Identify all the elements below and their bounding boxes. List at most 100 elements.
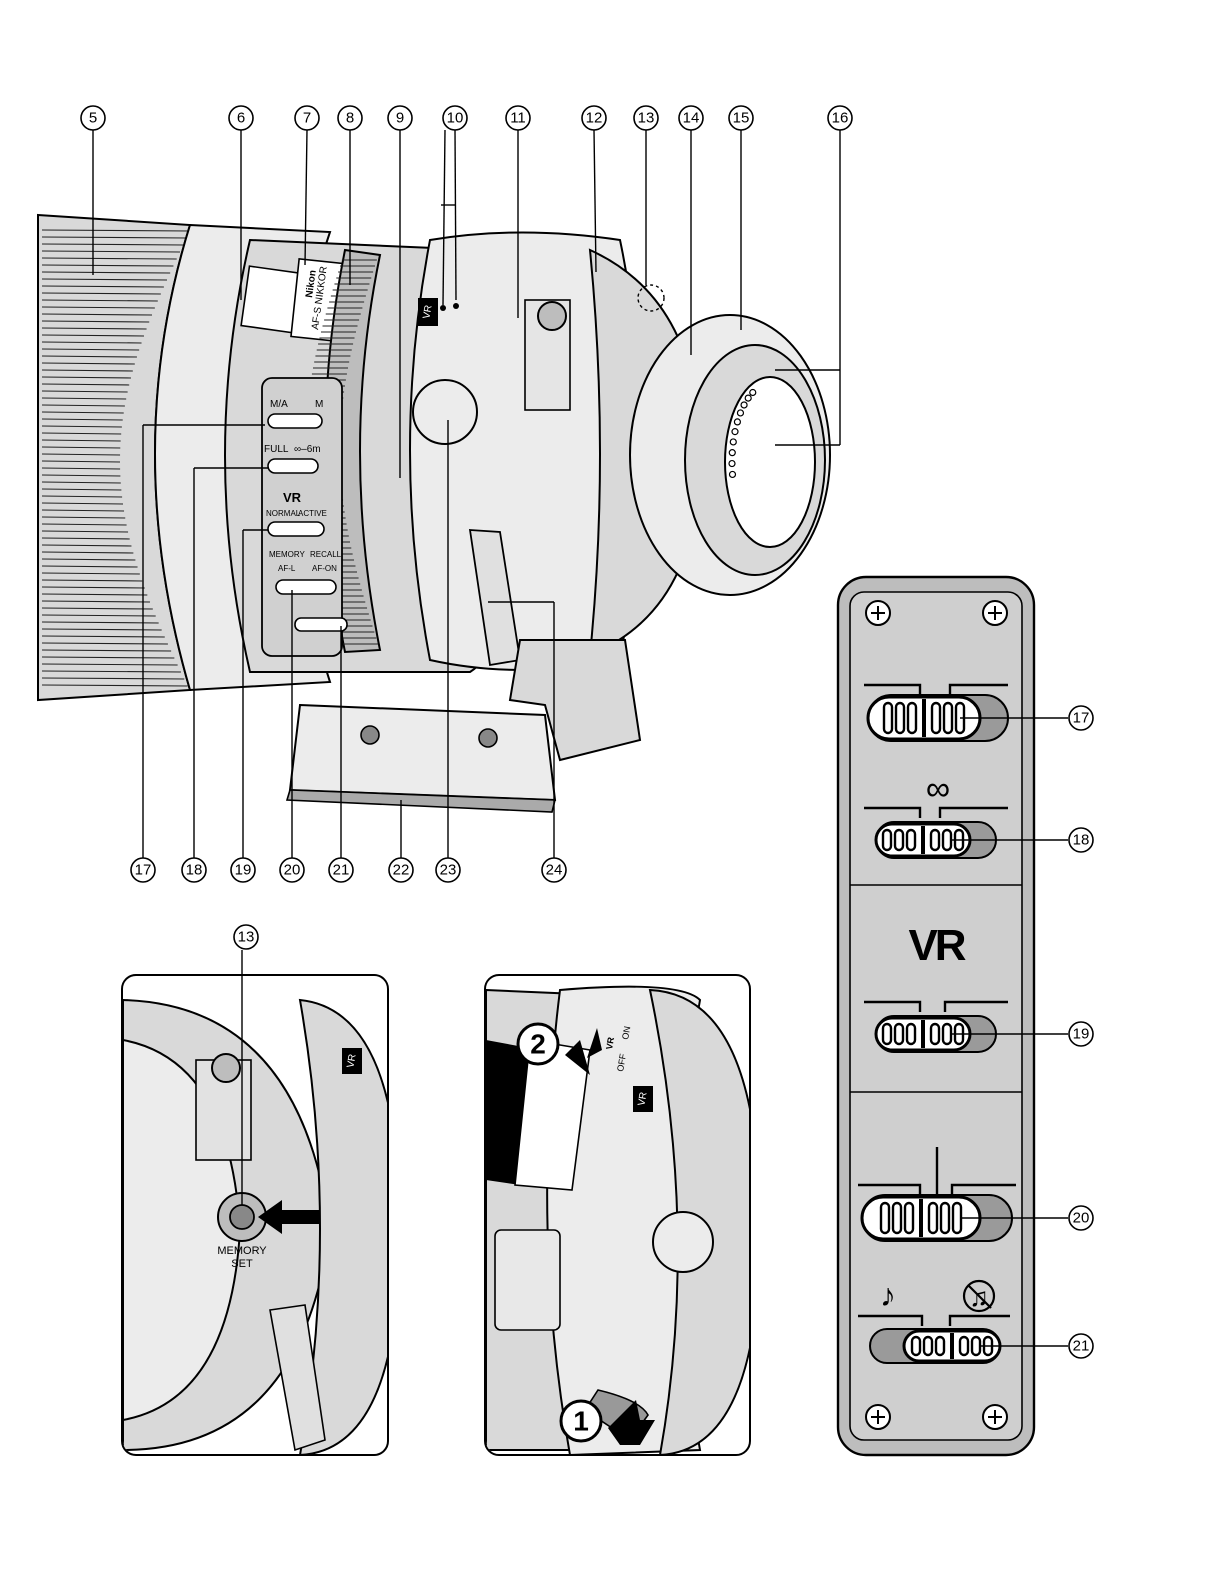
panel-screw — [983, 601, 1007, 625]
callout-number: 19 — [235, 862, 252, 879]
panel-beep-on-icon: ♪ — [880, 1277, 896, 1313]
callout-number: 20 — [284, 862, 301, 879]
switch-panel-detail: ∞ VR ♪ ♫ — [838, 577, 1034, 1455]
callout-number: 19 — [1073, 1026, 1090, 1043]
step-2-number: 2 — [530, 1029, 546, 1060]
callout-number: 13 — [638, 110, 655, 127]
cpu-contact — [732, 429, 738, 435]
lens-vr-title: VR — [283, 490, 302, 505]
limiter-range-label: ∞–6m — [294, 444, 321, 455]
tripod-mounting-knob[interactable] — [413, 380, 477, 444]
callout-13: 13 — [634, 106, 658, 130]
tripod-socket-b — [479, 729, 497, 747]
tripod-lock-screw[interactable] — [538, 302, 566, 330]
callout-21: 21 — [329, 858, 353, 882]
callout-7: 7 — [295, 106, 319, 130]
callout-number: 18 — [1073, 832, 1090, 849]
lens-vr-mode-switch[interactable] — [268, 522, 324, 536]
callout-20: 20 — [280, 858, 304, 882]
cpu-contact — [730, 439, 736, 445]
callout-number: 21 — [1073, 1338, 1090, 1355]
callout-number: 20 — [1073, 1210, 1090, 1227]
limiter-full-label: FULL — [264, 444, 289, 455]
focus-mode-ma-label: M/A — [270, 399, 288, 410]
callout-number: 21 — [333, 862, 350, 879]
cpu-contact — [729, 450, 735, 456]
cpu-contact — [745, 395, 751, 401]
cpu-contact — [734, 419, 740, 425]
lens-focus-mode-switch[interactable] — [268, 414, 322, 428]
callout-number: 22 — [393, 862, 410, 879]
callout-19: 19 — [231, 858, 255, 882]
afl-label: AF-L — [278, 564, 296, 573]
vr-active-label: ACTIVE — [298, 509, 327, 518]
callout-10: 10 — [443, 106, 467, 130]
inset-right-collar-knob[interactable] — [653, 1212, 713, 1272]
callout-5: 5 — [81, 106, 105, 130]
panel-callout-18: 18 — [1069, 828, 1093, 852]
callout-number: 23 — [440, 862, 457, 879]
index-dot-b — [453, 303, 459, 309]
callout-number: 6 — [237, 110, 245, 127]
step-1-number: 1 — [573, 1406, 589, 1437]
cpu-contact — [729, 461, 735, 467]
panel-callout-19: 19 — [1069, 1022, 1093, 1046]
inset-left-callout-num: 13 — [238, 929, 255, 946]
callout-number: 18 — [186, 862, 203, 879]
tripod-socket-a — [361, 726, 379, 744]
panel-callout-17: 17 — [1069, 706, 1093, 730]
callout-23: 23 — [436, 858, 460, 882]
callout-16: 16 — [828, 106, 852, 130]
panel-vr-label: VR — [908, 921, 965, 970]
callout-24: 24 — [542, 858, 566, 882]
callout-15: 15 — [729, 106, 753, 130]
afon-label: AF-ON — [312, 564, 337, 573]
memory-set-label-1: MEMORY — [217, 1245, 267, 1257]
inset-left-lock-screw[interactable] — [212, 1054, 240, 1082]
callout-22: 22 — [389, 858, 413, 882]
callout-6: 6 — [229, 106, 253, 130]
callout-11: 11 — [506, 106, 530, 130]
panel-screw — [866, 601, 890, 625]
callout-8: 8 — [338, 106, 362, 130]
cpu-contact — [729, 471, 735, 477]
cpu-contact — [737, 410, 743, 416]
panel-screw — [866, 1405, 890, 1429]
memory-label: MEMORY — [269, 550, 306, 559]
index-dot-a — [440, 305, 446, 311]
lens-limiter-switch[interactable] — [268, 459, 318, 473]
recall-label: RECALL — [310, 550, 342, 559]
callout-9: 9 — [388, 106, 412, 130]
callout-number: 12 — [586, 110, 603, 127]
panel-infinity-label: ∞ — [926, 770, 950, 808]
callout-number: 5 — [89, 110, 97, 127]
callout-number: 15 — [733, 110, 750, 127]
cpu-contact — [750, 389, 756, 395]
callout-number: 16 — [832, 110, 849, 127]
callout-number: 17 — [1073, 710, 1090, 727]
lens-beep-switch[interactable] — [295, 618, 347, 631]
panel-callout-21: 21 — [1069, 1334, 1093, 1358]
callout-14: 14 — [679, 106, 703, 130]
lens-focus-function-switch[interactable] — [276, 580, 336, 594]
callout-number: 14 — [683, 110, 700, 127]
callout-number: 9 — [396, 110, 404, 127]
memory-set-button[interactable] — [230, 1205, 254, 1229]
tripod-foot-plate — [290, 705, 555, 800]
callout-12: 12 — [582, 106, 606, 130]
focus-mode-m-label: M — [315, 399, 323, 410]
inset-right-clamp — [495, 1230, 560, 1330]
panel-callout-20: 20 — [1069, 1206, 1093, 1230]
callout-17: 17 — [131, 858, 155, 882]
callout-number: 17 — [135, 862, 152, 879]
callout-18: 18 — [182, 858, 206, 882]
main-lens-illustration: AF-S NIKKOR Nikon VR M/A M FULL — [38, 215, 830, 812]
callout-number: 8 — [346, 110, 354, 127]
vr-normal-label: NORMAL — [266, 509, 301, 518]
rear-element — [725, 377, 815, 547]
panel-screw — [983, 1405, 1007, 1429]
inset-memory-set: VR MEMORY SET 13 — [122, 925, 400, 1455]
callout-number: 10 — [447, 110, 464, 127]
